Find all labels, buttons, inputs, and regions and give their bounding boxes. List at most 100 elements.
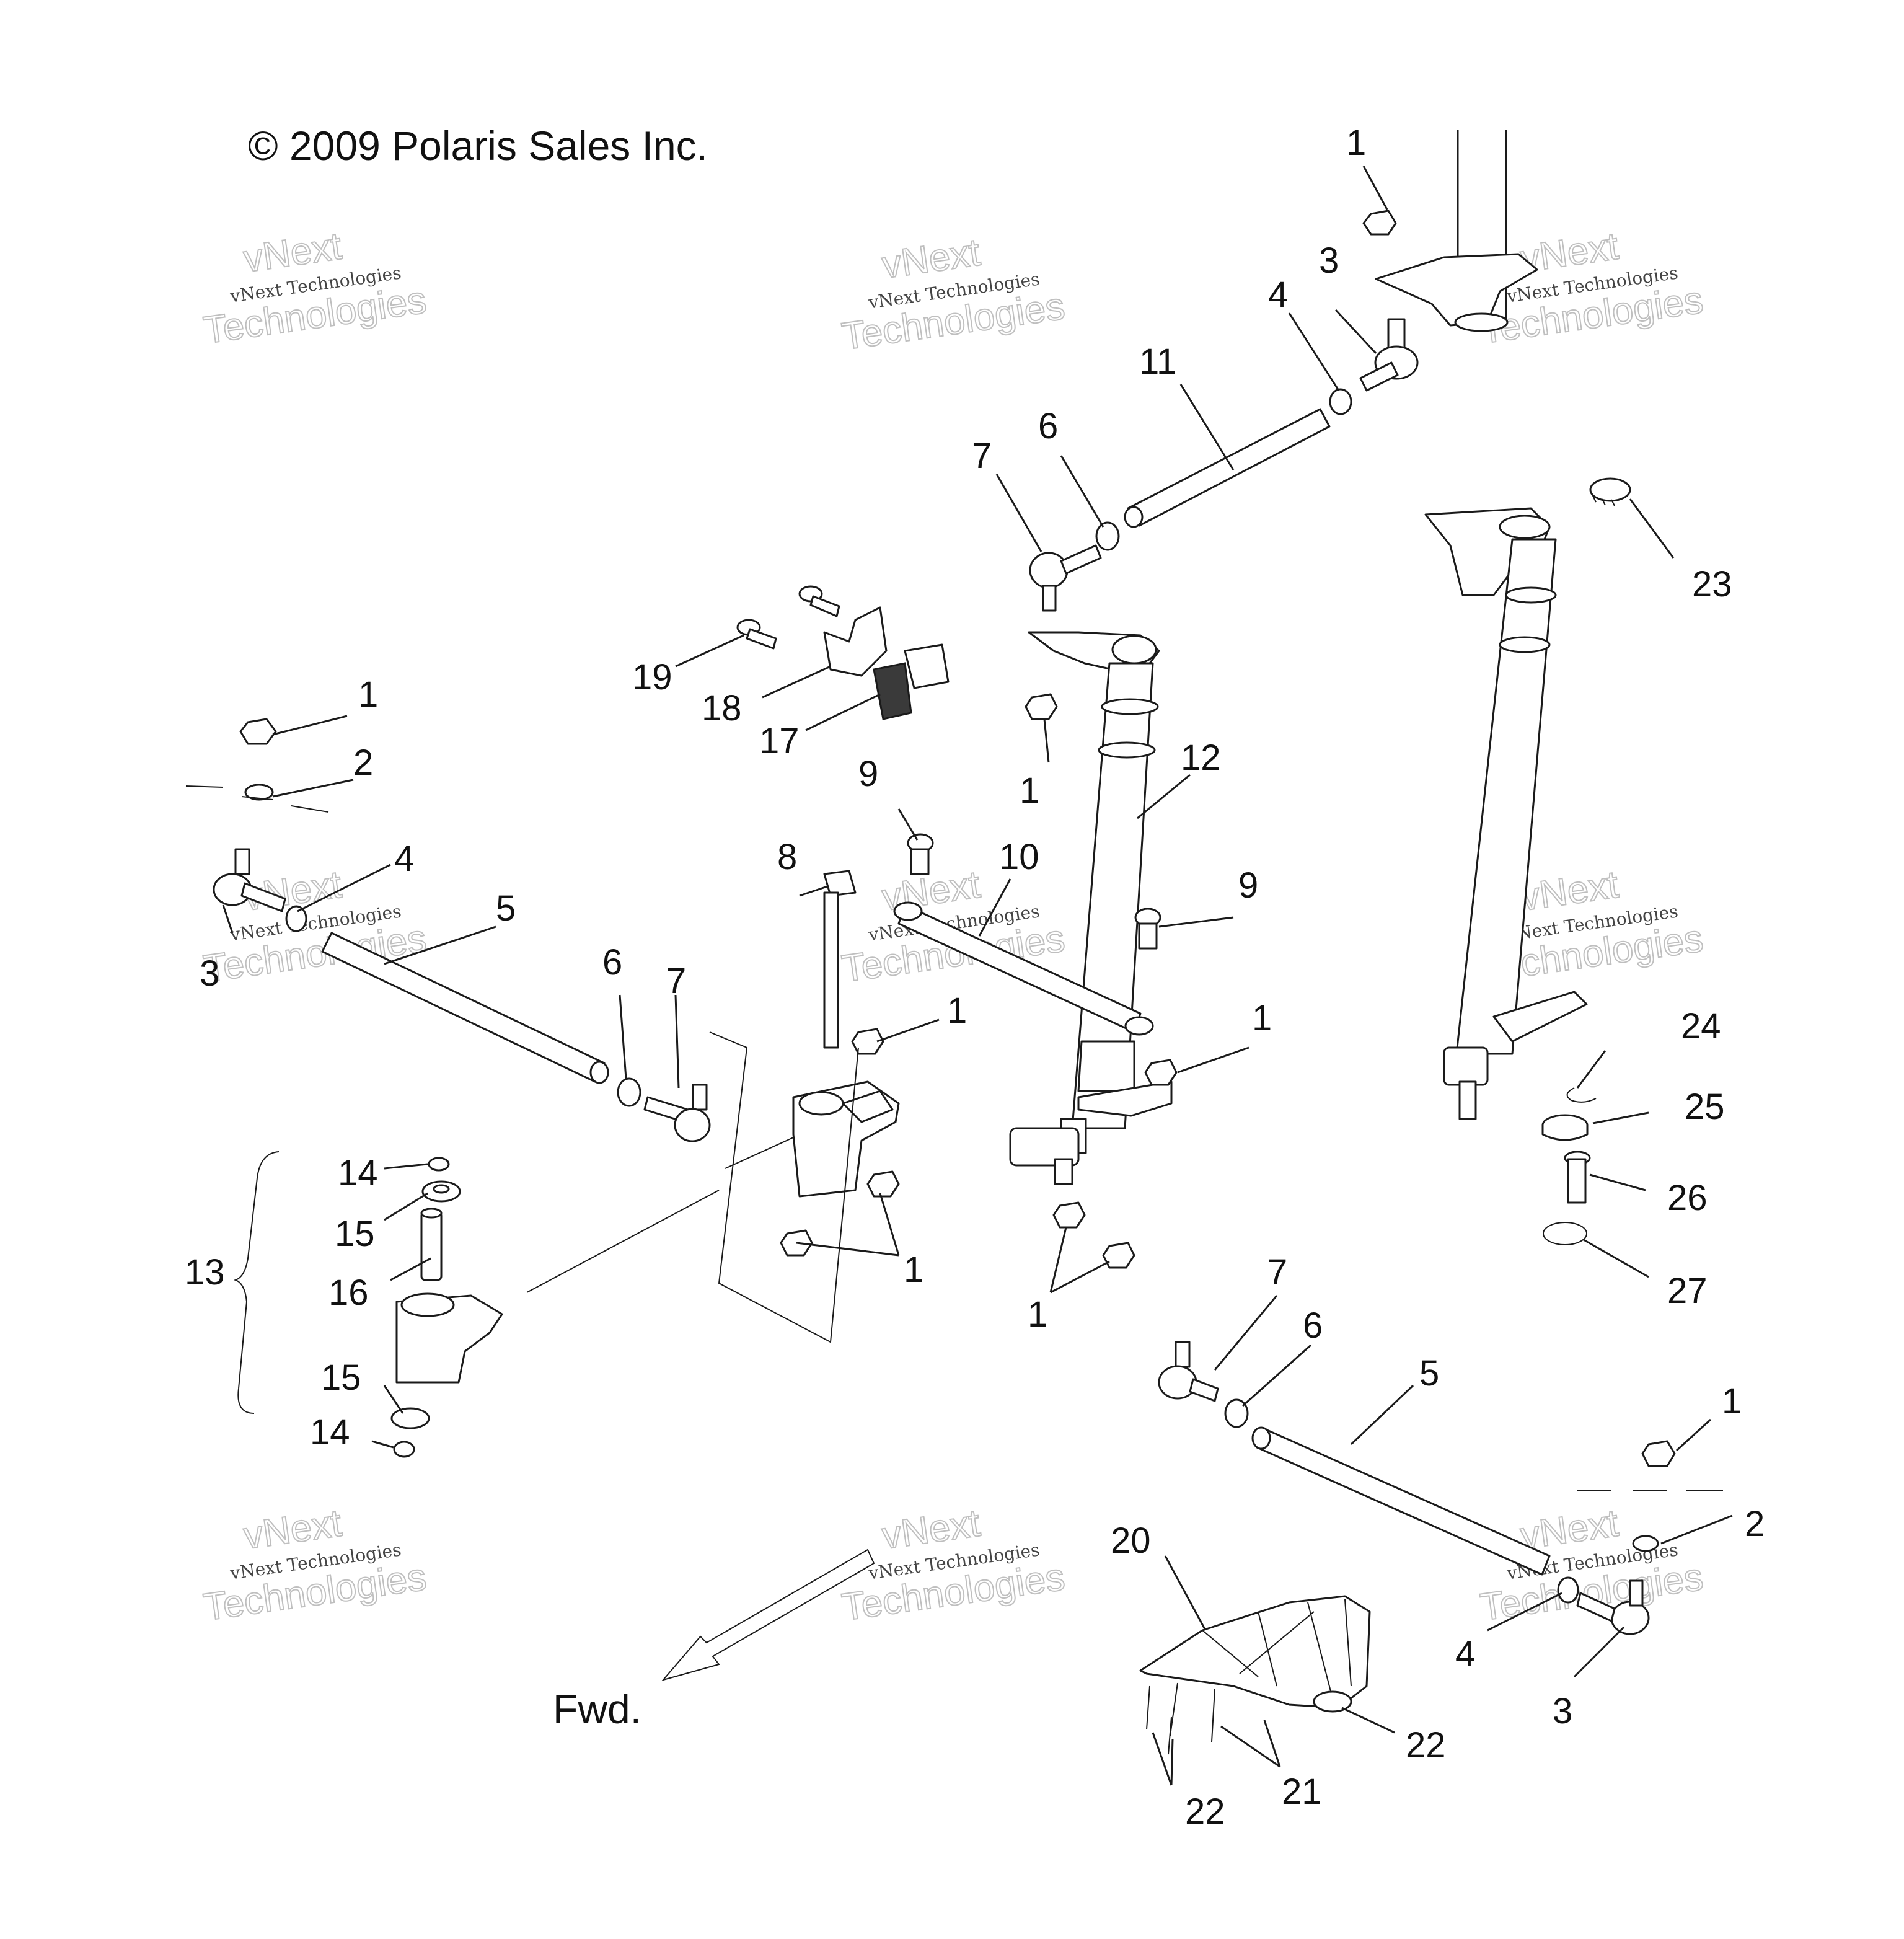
washer-14-top <box>428 1157 450 1172</box>
bracket-center <box>792 1080 900 1198</box>
callout-13: 13 <box>185 1252 225 1292</box>
tie-rod-end-top-right <box>1359 318 1419 392</box>
callout-6-right: 6 <box>1303 1305 1323 1346</box>
callout-27: 27 <box>1667 1271 1708 1311</box>
jam-nut-right <box>1557 1576 1579 1604</box>
callout-16: 16 <box>328 1273 369 1313</box>
nut-left <box>239 718 277 745</box>
washer-14-bot <box>393 1441 415 1458</box>
callout-2-left: 2 <box>353 743 373 783</box>
callout-1-mid: 1 <box>1020 771 1039 811</box>
sleeve-16 <box>420 1208 443 1281</box>
callout-1-f: 1 <box>1028 1294 1047 1335</box>
callout-18: 18 <box>702 688 742 728</box>
forward-arrow <box>661 1548 875 1681</box>
tie-rod-end-left-inner <box>643 1084 711 1142</box>
nut-center-a <box>851 1028 884 1055</box>
callout-26: 26 <box>1667 1178 1708 1218</box>
jam-nut-right-inner <box>1224 1398 1249 1428</box>
callout-3-right: 3 <box>1553 1691 1572 1731</box>
spacer-15-top <box>421 1180 461 1203</box>
watermark-2: vNext Technologies vNext Technologies <box>839 231 1068 359</box>
callout-22-b: 22 <box>1185 1791 1225 1832</box>
jam-nut-upper-left <box>1095 521 1120 551</box>
callout-7-right: 7 <box>1267 1252 1287 1292</box>
jam-nut-left <box>285 905 307 932</box>
callout-22-a: 22 <box>1406 1725 1446 1765</box>
callout-14-top: 14 <box>338 1153 378 1193</box>
bushing-25 <box>1541 1114 1589 1141</box>
callout-1-left: 1 <box>358 674 378 715</box>
tie-rod-left <box>321 932 609 1084</box>
jam-nut-left-inner <box>617 1077 641 1107</box>
circlip-27 <box>1543 1222 1587 1245</box>
callout-9-a: 9 <box>858 754 878 794</box>
nut-right <box>1641 1440 1676 1467</box>
tie-rod-right <box>1251 1426 1551 1576</box>
steering-column-right <box>1424 507 1588 1120</box>
callout-1-right: 1 <box>1722 1381 1742 1421</box>
bolt-8 <box>823 870 857 1049</box>
cap-plug <box>1589 477 1631 506</box>
idler-bracket <box>395 1292 503 1384</box>
callout-9-b: 9 <box>1238 865 1258 906</box>
callout-5-left: 5 <box>496 888 516 929</box>
callout-4-left: 4 <box>394 839 414 879</box>
callout-6-top: 6 <box>1038 406 1058 446</box>
callout-14-bot: 14 <box>310 1412 350 1452</box>
callout-1-top: 1 <box>1346 123 1366 163</box>
callout-11: 11 <box>1139 342 1176 382</box>
callout-1-c: 1 <box>947 991 967 1031</box>
washer-left <box>244 784 274 801</box>
callout-12: 12 <box>1181 738 1221 778</box>
callout-3-top: 3 <box>1319 241 1339 281</box>
guard-20 <box>1139 1595 1371 1713</box>
callout-20: 20 <box>1111 1521 1151 1561</box>
callout-19: 19 <box>632 657 672 697</box>
callout-24: 24 <box>1681 1006 1721 1046</box>
tie-rod-end-left <box>213 848 286 912</box>
callout-3-left: 3 <box>200 953 219 994</box>
assembly-outline <box>709 1031 859 1343</box>
nut-mid <box>1025 693 1058 720</box>
callout-15-top: 15 <box>335 1214 375 1254</box>
callout-6-left: 6 <box>602 942 622 983</box>
assembly-leader-13 <box>526 1137 794 1293</box>
tie-rod-end-right-inner <box>1158 1341 1219 1402</box>
bolt-19-a <box>736 619 777 650</box>
callout-2-right: 2 <box>1745 1504 1765 1544</box>
bolt-9-a <box>907 833 934 875</box>
brace-13 <box>233 1151 280 1414</box>
leaders <box>222 166 1733 1786</box>
jam-nut-top <box>1329 388 1352 415</box>
screw-21-22 <box>1146 1682 1215 1755</box>
spacer-15-bot <box>390 1407 430 1429</box>
nut-top <box>1362 210 1397 236</box>
nut-center-b <box>866 1170 900 1198</box>
drag-link-10 <box>893 901 1154 1036</box>
watermark-1: vNext Technologies vNext Technologies <box>200 224 430 353</box>
tie-rod-upper <box>1124 408 1331 528</box>
tie-rod-end-upper-left <box>1029 544 1102 612</box>
forward-label: Fwd. <box>553 1686 641 1732</box>
callout-8: 8 <box>777 837 797 877</box>
nut-lower-a <box>1052 1201 1086 1229</box>
copyright-text: © 2009 Polaris Sales Inc. <box>248 123 708 169</box>
nut-right-column <box>1144 1059 1178 1086</box>
pin-26 <box>1564 1151 1591 1204</box>
snap-ring-24 <box>1566 1087 1597 1103</box>
callout-5-right: 5 <box>1419 1353 1439 1394</box>
callout-23: 23 <box>1692 564 1732 604</box>
nut-lower-b <box>1102 1242 1135 1269</box>
watermark-8: vNext Technologies vNext Technologies <box>839 1501 1068 1630</box>
callout-4-top: 4 <box>1268 275 1288 315</box>
clamp-bracket <box>823 606 888 677</box>
callout-21: 21 <box>1282 1772 1322 1812</box>
bolt-19-b <box>798 585 840 617</box>
bushing-17 <box>873 643 950 720</box>
washer-right <box>1632 1535 1659 1552</box>
callout-10: 10 <box>999 837 1039 877</box>
bolt-9-b <box>1134 908 1161 950</box>
callout-1-d: 1 <box>1252 998 1272 1038</box>
